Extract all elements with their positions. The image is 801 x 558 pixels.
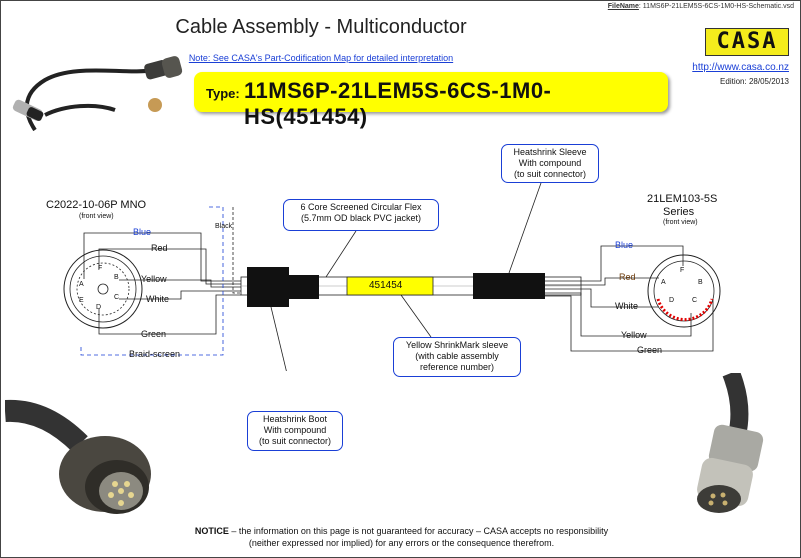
left-wire-black-label: Black xyxy=(215,223,233,230)
casa-logo: CASA xyxy=(705,28,789,56)
right-connector-name-line2: Series xyxy=(663,206,695,218)
left-pin-B: B xyxy=(114,274,119,281)
boot-callout: Heatshrink Boot With compound (to suit c… xyxy=(247,411,343,451)
right-pin-A: A xyxy=(661,279,666,286)
heatshrink-boot-shape xyxy=(247,267,289,307)
left-wire-green-label: Green xyxy=(141,329,167,339)
shrinkmark-callout-line1: Yellow ShrinkMark sleeve xyxy=(405,340,509,350)
codification-note-link[interactable]: Note: See CASA's Part-Codification Map f… xyxy=(188,53,454,63)
right-pin-B: B xyxy=(698,279,703,286)
website-link[interactable]: http://www.casa.co.nz xyxy=(692,62,789,73)
left-wire-yellow-label: Yellow xyxy=(141,274,167,284)
right-connector-view: (front view) xyxy=(663,219,698,226)
left-connector-name: C2022-10-06P MNO xyxy=(46,199,147,211)
page-title: Cable Assembly - Multiconductor xyxy=(175,16,467,38)
mil-connector-photo xyxy=(5,399,151,514)
filename: FileName: 11MS6P-21LEM5S-6CS-1M0-HS-Sche… xyxy=(608,3,794,10)
logo-text: CASA xyxy=(716,29,778,54)
right-pin-D: D xyxy=(669,297,675,304)
right-pin-C: C xyxy=(692,297,698,304)
cable-callout: 6 Core Screened Circular Flex (5.7mm OD … xyxy=(283,199,439,231)
sleeve-callout-line2: With compound xyxy=(518,158,582,168)
braid-screen-label: Braid-screen xyxy=(129,349,181,359)
left-connector-view: (front view) xyxy=(79,213,114,220)
notice-text-line2: (neither expressed nor implied) for any … xyxy=(248,538,555,548)
shrinkmark-callout-line2: (with cable assembly xyxy=(415,351,499,361)
left-connector-drawing xyxy=(63,249,143,329)
marker-number: 451454 xyxy=(369,280,403,291)
left-wire-blue-label: Blue xyxy=(133,227,152,237)
boot-callout-line1: Heatshrink Boot xyxy=(262,414,328,424)
boot-callout-line2: With compound xyxy=(263,425,327,435)
right-connector-name-line1: 21LEM103-5S xyxy=(647,193,718,205)
right-connector-drawing xyxy=(647,254,721,328)
cable-callout-line1: 6 Core Screened Circular Flex xyxy=(300,202,422,212)
left-pin-F: F xyxy=(98,265,103,272)
product-photo xyxy=(12,56,183,131)
shrinkmark-callout: Yellow ShrinkMark sleeve (with cable ass… xyxy=(393,337,521,377)
edition-date: Edition: 28/05/2013 xyxy=(720,77,789,86)
cable-callout-line2: (5.7mm OD black PVC jacket) xyxy=(300,213,422,223)
left-pin-C: C xyxy=(114,294,120,301)
wiring-diagram xyxy=(63,182,721,371)
right-wire-red-label: Red xyxy=(619,272,636,282)
left-pin-D: D xyxy=(96,304,102,311)
notice-label: NOTICE xyxy=(194,526,229,536)
sleeve-callout-line3: (to suit connector) xyxy=(513,169,587,179)
left-wire-red-label: Red xyxy=(151,243,168,253)
sleeve-callout-line1: Heatshrink Sleeve xyxy=(513,147,587,157)
left-pin-A: A xyxy=(79,281,84,288)
filename-label: FileName xyxy=(607,3,639,10)
type-label: Type: xyxy=(206,86,240,101)
notice-text-line1: – the information on this page is not gu… xyxy=(228,526,609,536)
filename-value: : 11MS6P-21LEM5S-6CS-1M0-HS-Schematic.vs… xyxy=(638,3,794,10)
shrinkmark-sleeve-shape xyxy=(346,276,434,296)
right-wire-yellow-label: Yellow xyxy=(621,330,647,340)
right-pin-F: F xyxy=(680,267,685,274)
notice: NOTICE – the information on this page is… xyxy=(1,525,800,549)
heatshrink-sleeve-shape xyxy=(473,273,545,299)
right-wire-blue-label: Blue xyxy=(615,240,634,250)
left-wire-white-label: White xyxy=(146,294,170,304)
boot-callout-line3: (to suit connector) xyxy=(258,436,332,446)
lemo-connector-photo xyxy=(697,373,764,513)
right-wire-white-label: White xyxy=(615,301,639,311)
left-pin-E: E xyxy=(79,297,84,304)
type-banner: Type: 11MS6P-21LEM5S-6CS-1M0-HS(451454) xyxy=(194,72,668,129)
sleeve-callout: Heatshrink Sleeve With compound (to suit… xyxy=(501,144,599,183)
right-wire-green-label: Green xyxy=(637,345,663,355)
shrinkmark-callout-line3: reference number) xyxy=(419,362,495,372)
type-value: 11MS6P-21LEM5S-6CS-1M0-HS(451454) xyxy=(244,78,552,129)
